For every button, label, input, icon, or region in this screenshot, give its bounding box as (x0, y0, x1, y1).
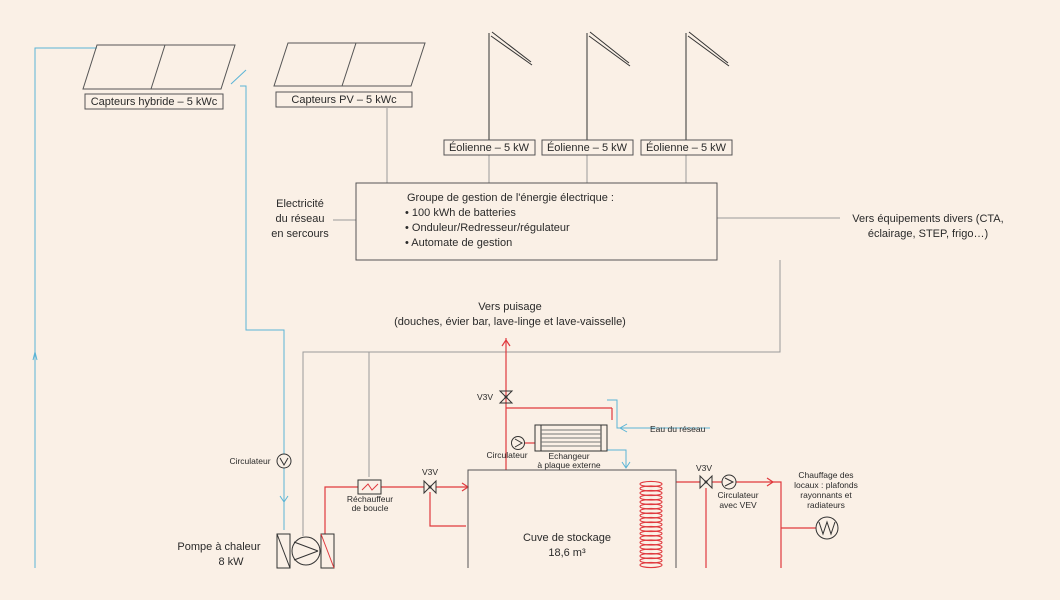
circulator-exchanger-label: Circulateur (486, 450, 527, 460)
pv-panel-label: Capteurs PV – 5 kWc (291, 94, 397, 106)
coil-turn (639, 534, 663, 542)
equipment-line-2: éclairage, STEP, frigo…) (868, 228, 988, 240)
management-item-controller: • Automate de gestion (405, 237, 512, 249)
heat-pump (276, 533, 335, 569)
coil-turn (639, 494, 663, 501)
turbine-label-1: Éolienne – 5 kW (449, 141, 530, 154)
exchanger-label-1: Echangeur (548, 451, 589, 461)
valve-label-2: V3V (422, 467, 438, 477)
hybrid-panel-label-box (84, 93, 224, 110)
heat-pump-label-1: Pompe à chaleur (177, 541, 260, 553)
tank-volume: 18,6 m³ (548, 547, 586, 559)
circulator-vev-label-1: Circulateur (717, 490, 758, 500)
circulator-exchanger-icon (511, 436, 525, 450)
heating-label-4: radiateurs (807, 500, 845, 510)
heating-label-1: Chauffage des (798, 470, 853, 480)
coil-turn (639, 561, 663, 569)
grid-backup-line-2: du réseau (276, 213, 325, 225)
cold-water-lines (32, 47, 710, 568)
hybrid-panel-label: Capteurs hybride – 5 kWc (91, 96, 218, 108)
exchanger-label-2: à plaque externe (537, 460, 601, 470)
circulator-vev-icon (721, 474, 737, 490)
coil-turn (639, 539, 663, 546)
management-title: Groupe de gestion de l'énergie électriqu… (407, 192, 614, 204)
turbine-label-box-3 (640, 139, 733, 156)
valve-1 (498, 390, 514, 404)
grid-backup-line-3: en sercours (271, 228, 329, 240)
mains-water-label: Eau du réseau (650, 424, 706, 434)
valve-2 (423, 479, 437, 495)
turbine-label-box-1 (443, 139, 536, 156)
loop-heater-label-1: Réchauffeur (347, 494, 393, 504)
heating-label-2: locaux : plafonds (794, 480, 858, 490)
wind-turbine-2 (586, 31, 631, 140)
coil-turn (639, 525, 663, 533)
storage-tank (467, 469, 677, 568)
coil-turn (639, 512, 663, 519)
plate-heat-exchanger (534, 424, 608, 452)
tank-heating-coil (639, 480, 663, 569)
pv-panel-array (273, 42, 426, 87)
coil-turn (639, 480, 663, 488)
pv-panel-label-box (275, 91, 413, 108)
coil-turn (639, 516, 663, 524)
valve-3 (699, 474, 713, 490)
coil-turn (639, 507, 663, 515)
coil-turn (639, 521, 663, 528)
turbine-label-2: Éolienne – 5 kW (547, 141, 628, 154)
coil-turn (639, 530, 663, 537)
management-item-batteries: • 100 kWh de batteries (405, 207, 516, 219)
coil-turn (639, 548, 663, 555)
loop-heater (357, 479, 382, 495)
coil-turn (639, 552, 663, 560)
circulator-vev-label-2: avec VEV (719, 500, 757, 510)
electric-lines (302, 108, 840, 536)
draw-off-line-2: (douches, évier bar, lave-linge et lave-… (394, 316, 626, 328)
coil-turn (639, 498, 663, 506)
management-item-inverter: • Onduleur/Redresseur/régulateur (405, 222, 570, 234)
equipment-line-1: Vers équipements divers (CTA, (852, 213, 1003, 225)
heating-label-3: rayonnants et (800, 490, 852, 500)
draw-off-line-1: Vers puisage (478, 301, 542, 313)
wind-turbine-1 (488, 31, 533, 140)
heating-emitter-icon (815, 516, 839, 540)
heat-pump-label-2: 8 kW (218, 556, 244, 568)
coil-turn (639, 543, 663, 551)
coil-turn (639, 503, 663, 510)
energy-management-box (355, 182, 718, 261)
coil-turn (639, 485, 663, 492)
coil-turn (639, 557, 663, 564)
circulator-left-label: Circulateur (229, 456, 270, 466)
grid-backup-line-1: Electricité (276, 198, 324, 210)
hybrid-panel-array (82, 44, 236, 90)
coil-turn (639, 489, 663, 497)
valve-label-1: V3V (477, 392, 493, 402)
loop-heater-label-2: de boucle (352, 503, 389, 513)
tank-name: Cuve de stockage (523, 532, 611, 544)
circulator-left-icon (276, 453, 292, 469)
wind-turbine-3 (685, 31, 730, 140)
turbine-label-box-2 (541, 139, 634, 156)
valve-label-3: V3V (696, 463, 712, 473)
turbine-label-3: Éolienne – 5 kW (646, 141, 727, 154)
